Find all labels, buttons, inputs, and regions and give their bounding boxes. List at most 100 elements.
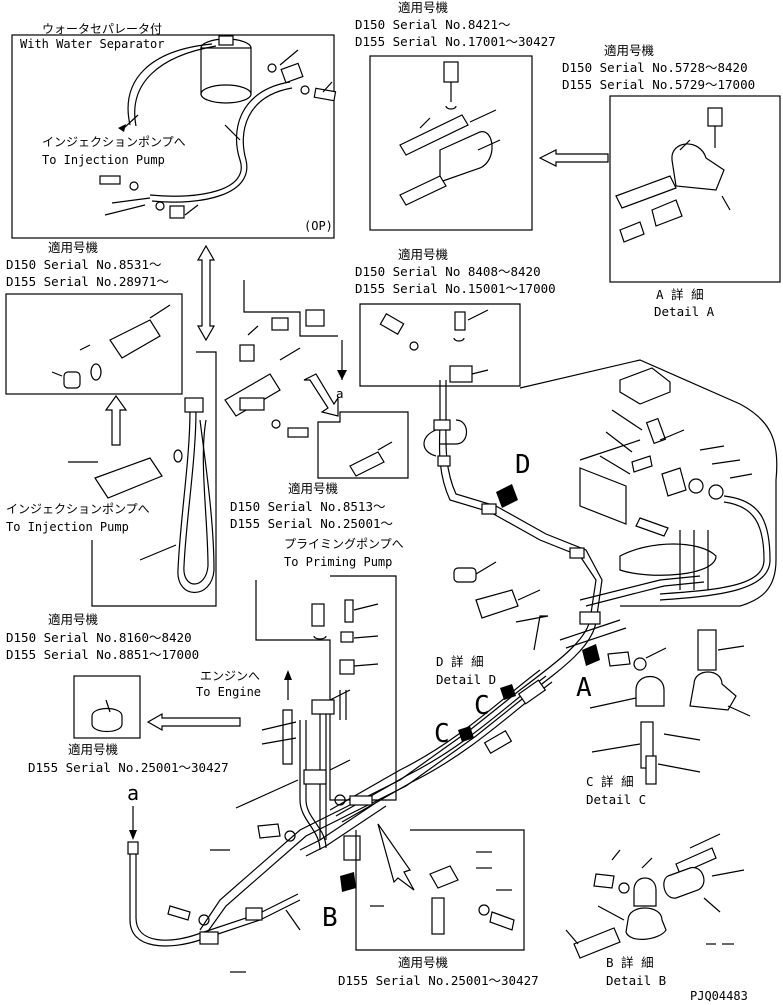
bleeder-icon bbox=[454, 311, 466, 331]
bolt-icon bbox=[635, 517, 669, 537]
water-separator-box: ウォータセパレータ付 With Water Separator インジェクション… bbox=[11, 22, 337, 239]
tank-outline bbox=[519, 359, 778, 607]
clamp-box-8421: 適用号機 D150 Serial No.8421～ D155 Serial No… bbox=[355, 0, 556, 231]
clamp-box-25001 bbox=[355, 829, 525, 951]
serial-d155-8851: D155 Serial No.8851～17000 bbox=[6, 647, 199, 662]
serial-d155-15001: D155 Serial No.15001～17000 bbox=[355, 281, 556, 296]
letter-a-lower-1: a bbox=[336, 386, 344, 401]
clamp-icon bbox=[439, 131, 493, 183]
pipe-icon bbox=[399, 114, 469, 156]
arrow-icon bbox=[538, 149, 609, 167]
detail-c-en: Detail C bbox=[586, 792, 646, 807]
serial-d150-8421: D150 Serial No.8421～ bbox=[355, 17, 511, 32]
fitting-icon bbox=[280, 62, 304, 84]
fuel-tank bbox=[519, 359, 778, 607]
fitting-icon bbox=[127, 841, 139, 855]
clip-icon bbox=[633, 877, 657, 907]
engine-jp: エンジンへ bbox=[200, 669, 260, 683]
washer-icon bbox=[267, 63, 277, 73]
washer-icon bbox=[478, 904, 490, 916]
elbow-fitting-icon bbox=[239, 344, 255, 362]
water-sep-en: With Water Separator bbox=[20, 37, 165, 51]
clip-icon bbox=[91, 707, 123, 733]
o-ring-icon bbox=[90, 363, 102, 381]
clip-icon bbox=[453, 567, 477, 583]
bolt-icon bbox=[707, 107, 723, 127]
nut-icon bbox=[339, 659, 355, 675]
washer-icon bbox=[271, 419, 281, 429]
arrow-icon bbox=[582, 644, 600, 666]
bolt-icon bbox=[313, 87, 337, 102]
detail-c: C 詳 細 Detail C bbox=[586, 629, 751, 807]
pipe-icon bbox=[431, 897, 445, 935]
detail-b: B 詳 細 Detail B bbox=[565, 833, 745, 988]
priming-en: To Priming Pump bbox=[284, 555, 392, 569]
letter-c-2: C bbox=[434, 719, 450, 749]
hose-line bbox=[151, 87, 293, 203]
letter-b: B bbox=[322, 903, 338, 933]
clamp-box-8160: 適用号機 D150 Serial No.8160～8420 D155 Seria… bbox=[6, 612, 199, 739]
serial-d155-5729: D155 Serial No.5729～17000 bbox=[562, 77, 755, 92]
drain-plate-icon bbox=[579, 467, 627, 525]
valve-icon bbox=[349, 451, 385, 477]
clamp-icon bbox=[689, 671, 737, 711]
inj-pump-jp-top: インジェクションポンプへ bbox=[42, 135, 186, 149]
letter-c: C bbox=[474, 691, 490, 721]
serial-d150-8408: D150 Serial No 8408～8420 bbox=[355, 264, 541, 279]
applicable-label: 適用号機 bbox=[398, 955, 449, 970]
bolt-icon bbox=[607, 651, 631, 667]
inj-pump-jp-left: インジェクションポンプへ bbox=[6, 502, 150, 516]
pipe-bundle bbox=[199, 380, 705, 935]
nut-icon bbox=[63, 371, 81, 389]
hose-line bbox=[149, 81, 291, 197]
spacer-icon bbox=[651, 199, 683, 227]
pipe-icon bbox=[697, 629, 717, 671]
leader-bracket bbox=[243, 280, 338, 337]
clamp-box-8408: 適用号機 D150 Serial No 8408～8420 D155 Seria… bbox=[355, 247, 556, 387]
arrow-icon bbox=[340, 872, 356, 892]
bolt-icon bbox=[593, 873, 615, 889]
fitting-group-top bbox=[224, 280, 338, 438]
tee-fitting-icon bbox=[224, 373, 281, 417]
bolt-icon bbox=[349, 795, 373, 806]
serial-d155-25001b: D155 Serial No.25001～30427 bbox=[28, 760, 229, 775]
arrow-icon bbox=[500, 684, 516, 700]
op-label: (OP) bbox=[304, 219, 333, 233]
washer-icon bbox=[198, 914, 210, 926]
washer-icon bbox=[284, 830, 296, 842]
bleeder-icon bbox=[344, 599, 354, 623]
double-arrow-icon bbox=[196, 244, 216, 342]
serial-d150-8531: D150 Serial No.8531～ bbox=[6, 257, 162, 272]
applicable-label: 適用号機 bbox=[398, 0, 449, 15]
water-sep-jp: ウォータセパレータ付 bbox=[42, 22, 162, 36]
serial-d155-25001a: D155 Serial No.25001～ bbox=[230, 516, 393, 531]
priming-jp: プライミングポンプへ bbox=[284, 537, 404, 551]
arrow-icon bbox=[303, 373, 339, 417]
bolt-icon bbox=[167, 905, 191, 921]
serial-d150-8513: D150 Serial No.8513～ bbox=[230, 499, 386, 514]
hose-line bbox=[134, 45, 217, 127]
spacer-icon bbox=[475, 589, 519, 619]
fitting-icon bbox=[661, 467, 687, 497]
washer-icon bbox=[633, 657, 647, 671]
detail-a-en: Detail A bbox=[654, 304, 715, 319]
inj-pump-en-top: To Injection Pump bbox=[42, 153, 165, 167]
arrow-icon bbox=[104, 394, 128, 446]
pipe-icon bbox=[615, 175, 677, 209]
letter-d: D bbox=[515, 450, 531, 480]
washer-icon bbox=[688, 478, 704, 494]
clamp-icon bbox=[579, 611, 601, 625]
detail-a-jp: A 詳 細 bbox=[656, 287, 704, 302]
engine-en: To Engine bbox=[196, 685, 261, 699]
pipe-icon bbox=[573, 927, 621, 959]
leader-bracket bbox=[91, 351, 217, 607]
applicable-label: 適用号機 bbox=[288, 481, 339, 496]
detail-c-jp: C 詳 細 bbox=[586, 774, 634, 789]
detail-b-en: Detail B bbox=[606, 973, 666, 988]
serial-d150-8160: D150 Serial No.8160～8420 bbox=[6, 630, 192, 645]
detail-d-en: Detail D bbox=[436, 672, 496, 687]
clamp-icon bbox=[199, 931, 219, 945]
inj-pump-en-left: To Injection Pump bbox=[6, 520, 129, 534]
water-separator-icon bbox=[200, 35, 252, 104]
bolt-icon bbox=[257, 823, 281, 839]
